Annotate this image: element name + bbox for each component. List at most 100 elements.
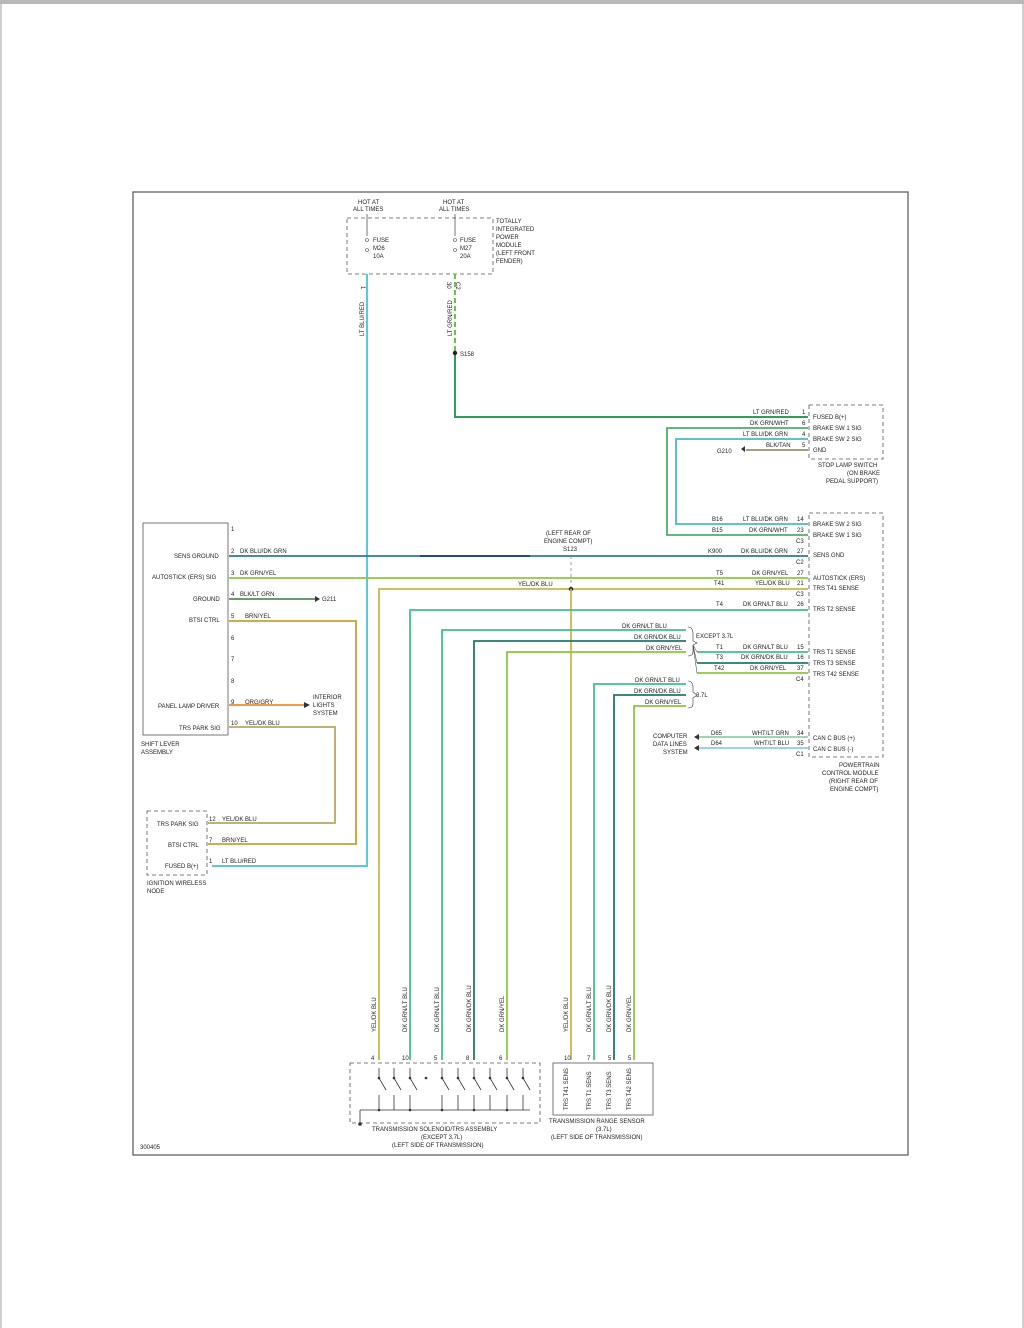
module-l5: (LEFT FRONT <box>496 251 535 257</box>
pcm-label-4: AUTOSTICK (ERS) <box>813 576 865 582</box>
wn-wire-1: YEL/DK BLU <box>222 817 257 823</box>
rs-name-2: (3.7L) <box>596 1127 612 1133</box>
wire-dk-grn-wht <box>666 427 808 536</box>
hot2-line1: HOT AT <box>443 200 464 206</box>
s123-l3: S123 <box>563 547 578 553</box>
wn-num-1: 12 <box>209 817 216 823</box>
mid-w5: DK GRN/DK BLU <box>634 689 681 695</box>
wn-name-1: IGNITION WIRELESS <box>147 881 206 887</box>
pcm-ckt-11: D64 <box>711 741 723 747</box>
stop-num-2: 6 <box>802 421 806 427</box>
pcm-ckt-9: T42 <box>714 666 725 672</box>
pcm-ckt-4: T5 <box>716 571 724 577</box>
sol-pin-2: 10 <box>402 1056 409 1062</box>
fuse1-l1: FUSE <box>373 238 389 244</box>
rs-pin-3: 5 <box>608 1056 612 1062</box>
pcm-conn-c3b: C3 <box>796 592 804 598</box>
pcm-label-9: TRS T42 SENSE <box>813 672 859 678</box>
transmission-solenoid-assembly: 4 10 5 8 6 TRANSMISSION SOLENOID/T <box>349 1056 541 1149</box>
pcm-name-3: (RIGHT REAR OF <box>829 779 878 785</box>
sol-pin-3: 5 <box>434 1056 438 1062</box>
rs-pin-1: 10 <box>564 1056 571 1062</box>
wn-wire-2: BRN/YEL <box>222 838 248 844</box>
computer-l1: COMPUTER <box>653 734 688 740</box>
solenoid-wire-labels: YEL/DK BLU DK GRN/LT BLU DK GRN/LT BLU D… <box>372 985 633 1032</box>
window-left-edge <box>0 4 2 1328</box>
ground-g211-icon <box>315 596 320 602</box>
sol-wire-1: YEL/DK BLU <box>372 997 378 1032</box>
computer-l2: DATA LINES <box>653 742 687 748</box>
diagram-id: 300405 <box>140 1145 161 1151</box>
wn-name-2: NODE <box>147 889 164 895</box>
stop-num-4: 5 <box>802 443 806 449</box>
except-label: EXCEPT 3.7L <box>696 634 734 640</box>
pcm-num-8: 16 <box>797 655 804 661</box>
pcm-wire-4: DK GRN/YEL <box>752 571 789 577</box>
wire-lt-grn-red <box>454 352 808 418</box>
wn-num-2: 7 <box>209 838 213 844</box>
pcm-wire-3: DK BLU/DK GRN <box>741 549 788 555</box>
sol-name-1: TRANSMISSION SOLENOID/TRS ASSEMBLY <box>372 1127 497 1133</box>
pcm-num-6: 26 <box>797 602 804 608</box>
pcm-num-11: 35 <box>797 741 804 747</box>
mid-w1: DK GRN/LT BLU <box>622 624 667 630</box>
switch-contacts-icon <box>359 1068 531 1124</box>
mid-w6: DK GRN/YEL <box>645 700 682 706</box>
sl-num-7: 7 <box>231 657 235 663</box>
hot1-line1: HOT AT <box>358 200 379 206</box>
pcm-ckt-1: B16 <box>712 517 723 523</box>
pcm-wire-6: DK GRN/LT BLU <box>743 602 788 608</box>
except-brace <box>687 626 698 657</box>
sl-wire-5: BRN/YEL <box>245 614 271 620</box>
rs-label-3: TRS T3 SENS <box>607 1071 613 1110</box>
s123-l1: (LEFT REAR OF <box>546 531 591 537</box>
l37-brace <box>687 680 698 709</box>
stop-label-3: BRAKE SW 2 SIG <box>813 437 862 443</box>
module-l2: INTEGRATED <box>496 227 535 233</box>
splice-s158-label: S158 <box>460 352 475 358</box>
wire-yel-dk-blu-t41 <box>378 588 808 1060</box>
s123-l2: ENGINE COMPT) <box>544 539 592 545</box>
fuse2-l1: FUSE <box>460 238 476 244</box>
shift-lever-assembly: 1 2 SENS GROUND DK BLU/DK GRN 3 AUTOSTIC… <box>141 522 342 756</box>
pcm-ckt-5: T41 <box>714 581 725 587</box>
sl-wire-10: YEL/DK BLU <box>245 721 280 727</box>
stop-name-2: (ON BRAKE <box>847 471 880 477</box>
stop-label-1: FUSED B(+) <box>813 415 847 421</box>
sl-num-5: 5 <box>231 614 235 620</box>
sol-wire-2: DK GRN/LT BLU <box>403 987 409 1032</box>
sl-label-5: BTSI CTRL <box>189 618 220 624</box>
wire-lt-blu-dk-grn <box>675 438 808 525</box>
sl-label-4: GROUND <box>193 597 220 603</box>
mid-w2: DK GRN/DK BLU <box>634 635 681 641</box>
window-right-edge <box>1022 4 1024 1328</box>
transmission-range-sensor: 10 7 5 5 TRS T41 SENS TRS T1 SENS TRS T3… <box>549 1056 654 1141</box>
diagram-frame <box>132 191 909 1156</box>
sl-label-3: AUTOSTICK (ERS) SIG <box>152 575 217 581</box>
wire-dk-grn-yel-37 <box>633 705 686 1060</box>
wire-dk-grn-lt-blu-t2 <box>409 609 808 1060</box>
power-module: HOT AT ALL TIMES HOT AT ALL TIMES FUSE M… <box>346 200 535 290</box>
sl-num-9: 9 <box>231 700 235 706</box>
sl-num-1: 1 <box>231 527 235 533</box>
pcm-conn-c1: C1 <box>796 752 804 758</box>
stop-name-1: STOP LAMP SWITCH <box>818 463 877 469</box>
pcm-label-3: SENS GND <box>813 553 845 559</box>
wn-num-3: 1 <box>209 859 213 865</box>
sl-wire-4: BLK/LT GRN <box>240 592 274 598</box>
pcm-name-1: POWERTRAIN <box>839 763 880 769</box>
pcm-num-9: 37 <box>797 666 804 672</box>
sl-wire-3: DK GRN/YEL <box>240 571 277 577</box>
pcm-name-4: ENGINE COMPT) <box>830 787 878 793</box>
mid-w4: DK GRN/LT BLU <box>635 678 680 684</box>
pcm-num-2: 23 <box>797 528 804 534</box>
pcm-num-4: 27 <box>797 571 804 577</box>
wn-label-1: TRS PARK SIG <box>157 822 199 828</box>
rs-label-2: TRS T1 SENS <box>587 1071 593 1110</box>
pcm-ckt-8: T3 <box>716 655 724 661</box>
module-l6: FENDER) <box>496 259 523 265</box>
pcm-wire-8: DK GRN/DK BLU <box>741 655 788 661</box>
pcm-module: B16 LT BLU/DK GRN 14 BRAKE SW 2 SIG B15 … <box>653 512 884 793</box>
sol-pin-5: 6 <box>499 1056 503 1062</box>
